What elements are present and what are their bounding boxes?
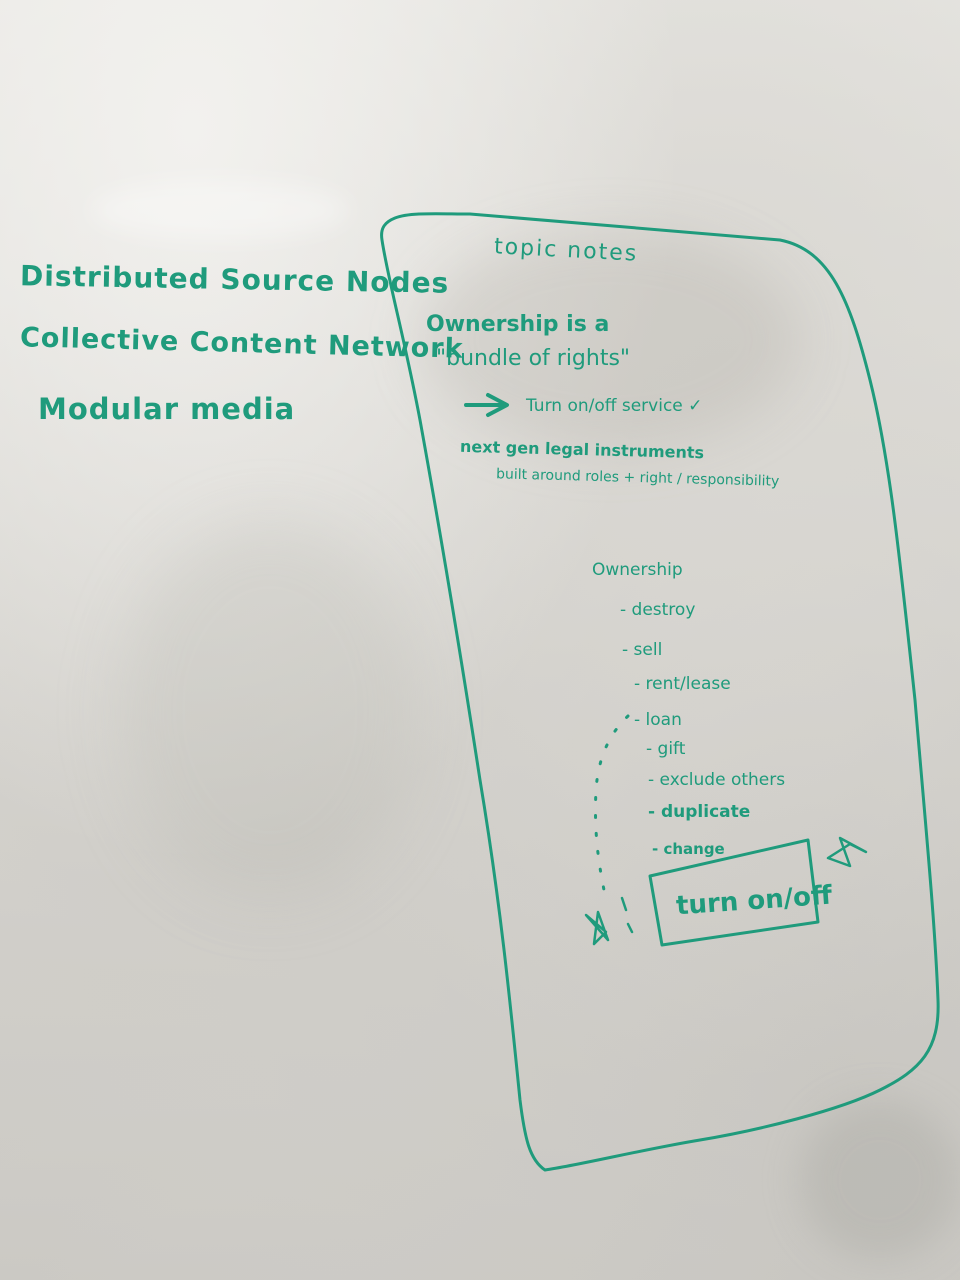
dotted-arrow bbox=[593, 714, 630, 892]
arrow-item: Turn on/off service ✓ bbox=[526, 396, 703, 416]
highlight-box bbox=[648, 838, 820, 947]
right-item: - loan bbox=[634, 710, 682, 730]
star-icon bbox=[584, 910, 610, 946]
right-item: - exclude others bbox=[648, 770, 786, 790]
ownership-heading: Ownership bbox=[592, 560, 683, 580]
right-item: - destroy bbox=[620, 600, 696, 620]
eraser-smudge bbox=[90, 180, 350, 240]
ownership-line-2: "bundle of rights" bbox=[436, 346, 631, 371]
right-item: - sell bbox=[622, 640, 663, 660]
ownership-line-1: Ownership is a bbox=[426, 312, 610, 337]
right-item: - duplicate bbox=[648, 802, 751, 822]
eraser-smudge bbox=[120, 520, 420, 900]
star-icon bbox=[826, 836, 868, 868]
notes-border bbox=[380, 212, 940, 1172]
left-list-item: Modular media bbox=[38, 392, 296, 426]
right-item: - change bbox=[652, 840, 725, 858]
eraser-smudge bbox=[800, 1100, 960, 1260]
eraser-smudge bbox=[420, 230, 800, 450]
arrow-icon bbox=[464, 393, 509, 417]
right-item: - rent/lease bbox=[634, 674, 731, 694]
right-item: - gift bbox=[646, 739, 686, 759]
